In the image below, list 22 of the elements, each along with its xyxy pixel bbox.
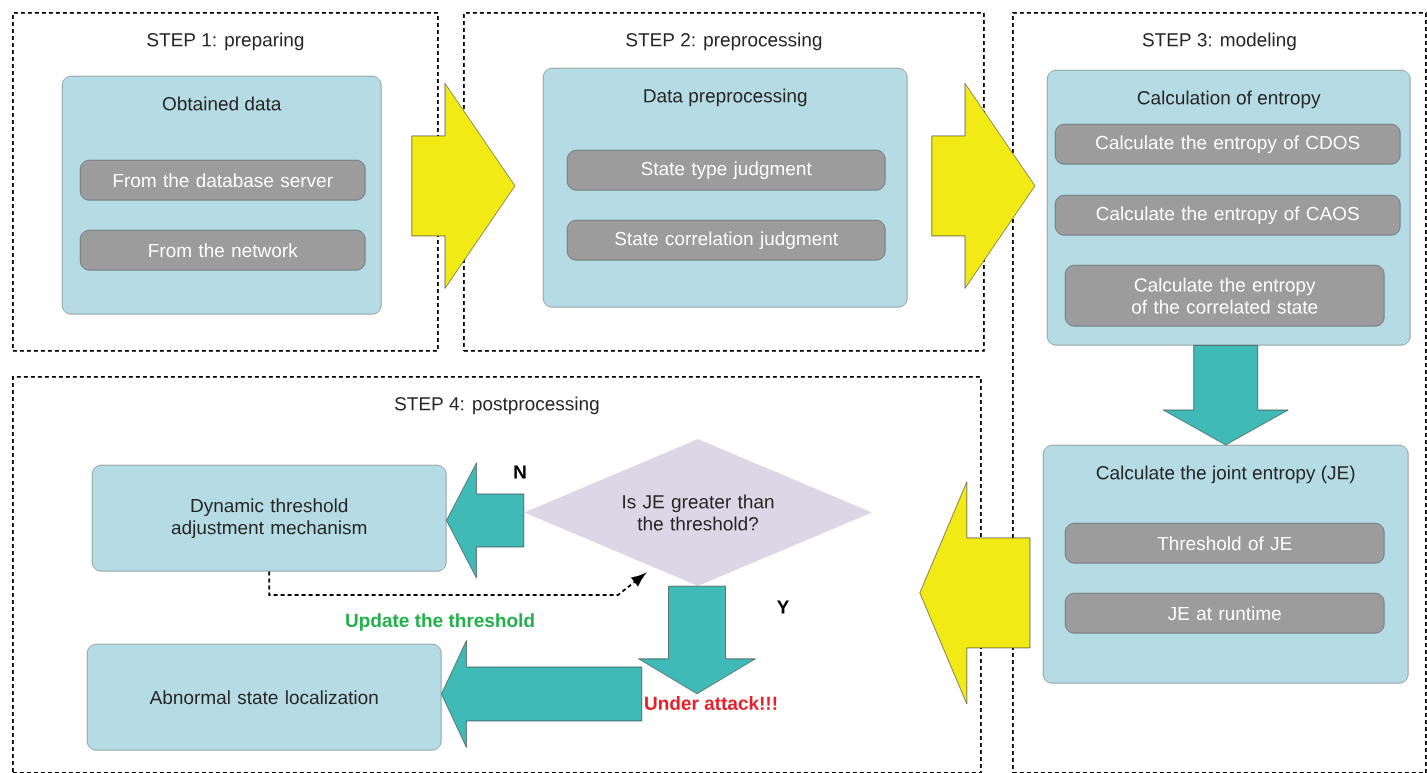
- sub-process-box: From the network: [80, 230, 366, 271]
- sub-process-box: Calculate the entropy of the correlated state: [1065, 265, 1385, 327]
- sub-process-box: Threshold of JE: [1065, 523, 1385, 564]
- block-arrow: [411, 83, 516, 289]
- process-box: Dynamic threshold adjustment mechanism: [92, 465, 447, 572]
- sub-process-box: State type judgment: [567, 150, 886, 191]
- block-arrow: [446, 462, 525, 579]
- block-arrow: [1162, 345, 1289, 446]
- arrow: [268, 570, 645, 596]
- sub-process-box: Calculate the entropy of CDOS: [1055, 124, 1401, 165]
- sub-process-box: From the database server: [80, 160, 366, 201]
- sub-process-box: State correlation judgment: [567, 220, 886, 261]
- edge-label: Update the threshold: [344, 612, 536, 632]
- process-box: Abnormal state localization: [87, 644, 442, 751]
- block-arrow: [919, 481, 1031, 705]
- edge-label: Y: [775, 599, 791, 615]
- sub-process-box: JE at runtime: [1065, 593, 1385, 634]
- block-arrow: [931, 83, 1036, 289]
- block-arrow: [441, 640, 643, 748]
- sub-process-box: Calculate the entropy of CAOS: [1055, 195, 1401, 236]
- block-arrow: [638, 585, 756, 695]
- alert-text: Under attack!!!: [645, 696, 777, 710]
